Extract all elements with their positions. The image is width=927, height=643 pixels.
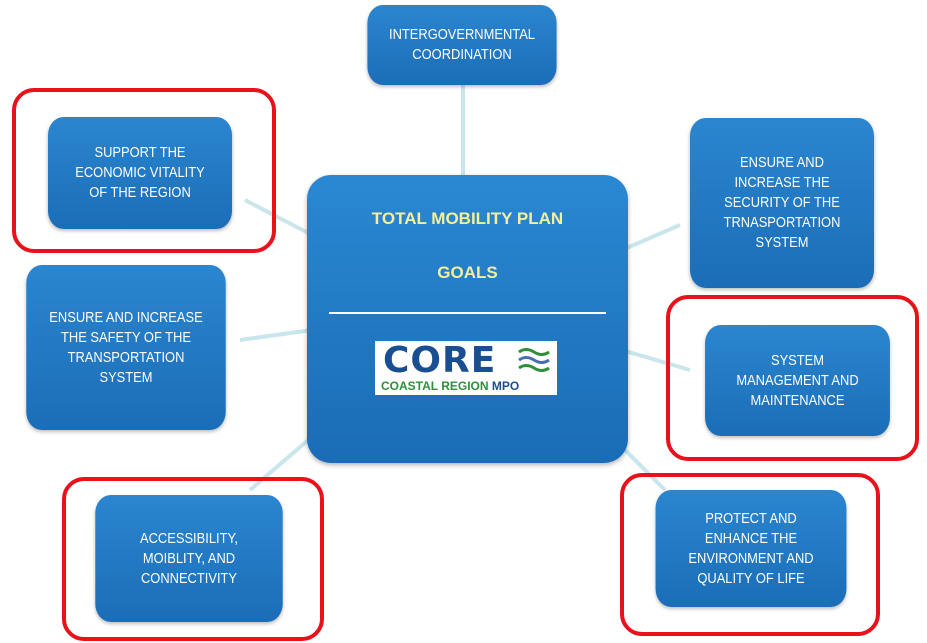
logo-wordmark: CORE [383,340,497,381]
logo-subtitle: COASTAL REGION MPO [381,379,551,393]
goal-security: ENSURE AND INCREASE THE SECURITY OF THE … [689,118,875,288]
goal-label: SYSTEM MANAGEMENT AND MAINTENANCE [736,351,859,409]
waves-icon [518,348,550,372]
connector-economic [244,198,313,237]
highlight-system-management [666,295,919,461]
logo-sub-mpo: MPO [491,379,520,393]
goal-label: INTERGOVERNMENTAL COORDINATION [389,26,535,63]
goal-economic-vitality: SUPPORT THE ECONOMIC VITALITY OF THE REG… [47,117,233,229]
central-goals-box: TOTAL MOBILITY PLAN GOALS CORE COASTAL R… [307,175,628,463]
connector-system [621,348,691,372]
core-mpo-logo: CORE COASTAL REGION MPO [375,341,557,395]
goal-label: ENSURE AND INCREASE THE SECURITY OF THE … [723,154,841,251]
central-divider [329,312,606,314]
connector-safety [239,328,313,342]
goal-label: SUPPORT THE ECONOMIC VITALITY OF THE REG… [75,144,205,201]
goal-label: ENSURE AND INCREASE THE SAFETY OF THE TR… [49,308,203,386]
highlight-economic-vitality [12,88,276,253]
central-title: TOTAL MOBILITY PLAN [371,209,564,228]
central-subtitle: GOALS [437,263,498,282]
logo-sub-region: COASTAL REGION [381,379,489,393]
goal-intergovernmental-coordination: INTERGOVERNMENTAL COORDINATION [367,5,557,85]
goal-accessibility: ACCESSIBILITY, MOIBLITY, AND CONNECTIVIT… [95,495,283,622]
goal-label: ACCESSIBILITY, MOIBLITY, AND CONNECTIVIT… [140,529,238,587]
highlight-accessibility [62,477,324,641]
goal-safety: ENSURE AND INCREASE THE SAFETY OF THE TR… [26,265,226,430]
goal-environment: PROTECT AND ENHANCE THE ENVIRONMENT AND … [655,490,847,607]
goal-label: PROTECT AND ENHANCE THE ENVIRONMENT AND … [688,509,814,587]
highlight-environment [620,473,880,636]
connector-security [621,223,681,252]
goal-system-management: SYSTEM MANAGEMENT AND MAINTENANCE [705,325,890,436]
